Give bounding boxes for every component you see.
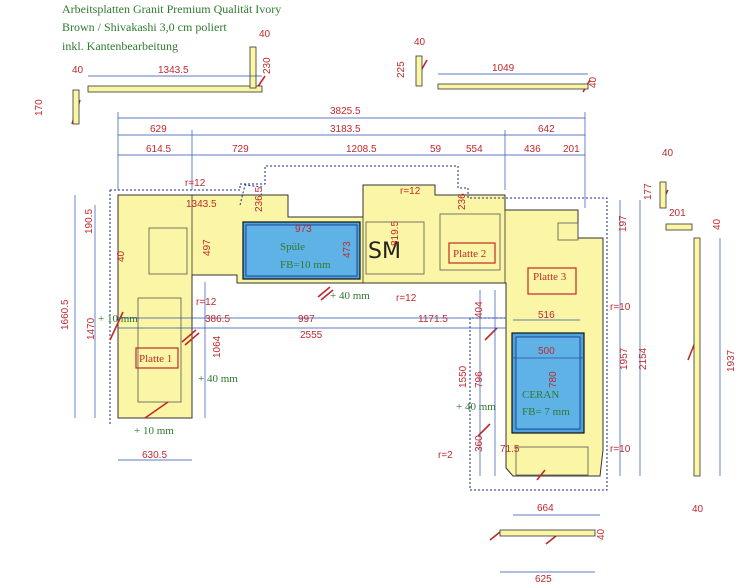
- edge-label-3: + 40 mm: [456, 401, 496, 413]
- dim-729: 729: [232, 144, 249, 155]
- title-line-3: inkl. Kantenbearbeitung: [62, 39, 178, 53]
- dim-3825: 3825.5: [330, 106, 361, 117]
- edge-label-2: + 40 mm: [198, 373, 238, 385]
- svg-text:r=12: r=12: [396, 293, 417, 304]
- dim-386: 386.5: [205, 314, 230, 325]
- dim-614: 614.5: [146, 144, 171, 155]
- dim-1343-top: 1343.5: [158, 65, 189, 76]
- dim-236-5: 236.5: [254, 187, 265, 212]
- dim-1208: 1208.5: [346, 144, 377, 155]
- cabinet-outlines: [137, 213, 589, 476]
- dim-40-f: 40: [712, 218, 723, 230]
- dim-2154: 2154: [638, 347, 649, 370]
- dim-225: 225: [396, 61, 407, 78]
- dim-625: 625: [535, 574, 552, 585]
- dim-997: 997: [298, 314, 315, 325]
- dim-1049: 1049: [492, 63, 515, 74]
- radius-labels: r=12 r=12 r=12 r=12 r=10 r=10 r=2: [185, 178, 631, 461]
- dim-40-i: 40: [596, 528, 607, 540]
- dim-40-e: 40: [662, 148, 674, 159]
- sink-fb: FB=10 mm: [280, 259, 331, 271]
- dim-236: 236: [457, 193, 468, 210]
- dim-197: 197: [618, 215, 629, 232]
- dim-40-h: 40: [692, 504, 704, 515]
- dim-780: 780: [548, 371, 559, 388]
- plate-2-label: Platte 2: [453, 248, 486, 260]
- svg-text:r=12: r=12: [185, 178, 206, 189]
- dim-1064: 1064: [212, 335, 223, 358]
- dim-1171: 1171.5: [418, 314, 448, 325]
- dim-642: 642: [538, 124, 555, 135]
- dim-2555: 2555: [300, 330, 323, 341]
- dim-40-d: 40: [588, 76, 599, 88]
- dim-1470: 1470: [86, 317, 97, 340]
- dim-973: 973: [295, 224, 312, 235]
- wall-outline: [109, 165, 608, 491]
- dim-1937: 1937: [726, 349, 737, 372]
- ceran-title: CERAN: [522, 389, 559, 401]
- dim-664: 664: [537, 503, 554, 514]
- plate-1-label: Platte 1: [139, 353, 172, 365]
- ceran-fb: FB= 7 mm: [522, 406, 570, 418]
- edge-label-1: + 40 mm: [330, 290, 370, 302]
- dim-1957: 1957: [619, 347, 630, 370]
- svg-text:r=12: r=12: [400, 186, 421, 197]
- dim-360: 360: [474, 435, 485, 452]
- svg-text:r=10: r=10: [610, 444, 631, 455]
- dim-1343-mid: 1343.5: [186, 199, 217, 210]
- dim-40-c: 40: [414, 37, 426, 48]
- dim-201-a: 201: [563, 144, 580, 155]
- dim-201-b: 201: [669, 208, 686, 219]
- dim-3183: 3183.5: [330, 124, 361, 135]
- sink-cutout: [242, 221, 361, 280]
- dim-40-a: 40: [259, 29, 271, 40]
- svg-text:r=2: r=2: [438, 450, 453, 461]
- dim-71-5: 71.5: [500, 444, 520, 455]
- edge-label-5: + 10 mm: [98, 313, 138, 325]
- dim-177: 177: [643, 183, 654, 200]
- ceran-cutout: [511, 332, 585, 434]
- dim-796: 796: [474, 371, 485, 388]
- dim-497: 497: [202, 239, 213, 256]
- title-line-1: Arbeitsplatten Granit Premium Qualität I…: [62, 2, 282, 16]
- countertop-shape: [117, 184, 604, 477]
- dim-190: 190.5: [84, 209, 95, 234]
- dim-230: 230: [262, 57, 273, 74]
- svg-text:r=12: r=12: [196, 297, 217, 308]
- dim-500: 500: [538, 346, 555, 357]
- dimension-labels: 1343.5 40 230 40 170 225 40 1049 40 3825…: [34, 29, 737, 585]
- svg-text:r=10: r=10: [610, 302, 631, 313]
- edge-label-4: + 10 mm: [134, 425, 174, 437]
- dim-1550: 1550: [458, 365, 469, 388]
- side-pieces: [72, 46, 701, 537]
- dim-40-b: 40: [72, 65, 84, 76]
- dim-630: 630.5: [142, 450, 167, 461]
- sink-title: Spüle: [280, 241, 305, 253]
- dim-170: 170: [34, 99, 45, 116]
- dim-629: 629: [150, 124, 167, 135]
- dim-1660: 1660.5: [60, 299, 71, 330]
- sm-mark: SM: [368, 239, 401, 264]
- dimension-lines: [74, 73, 721, 573]
- title-line-2: Brown / Shivakashi 3,0 cm poliert: [62, 20, 227, 34]
- dim-404: 404: [474, 301, 485, 318]
- dim-59: 59: [430, 144, 442, 155]
- dim-40-g: 40: [116, 250, 127, 262]
- dim-516: 516: [538, 310, 555, 321]
- dim-819: 819.5: [390, 221, 401, 246]
- dim-473: 473: [342, 241, 353, 258]
- dim-436: 436: [524, 144, 541, 155]
- dim-554: 554: [466, 144, 483, 155]
- plate-3-label: Platte 3: [533, 271, 567, 283]
